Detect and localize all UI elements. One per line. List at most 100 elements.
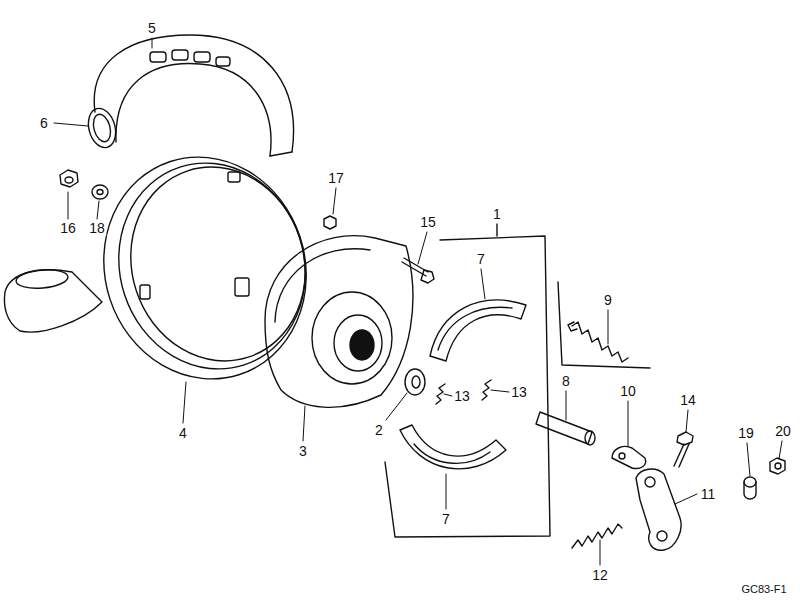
callout-wrap: 15 <box>419 213 437 231</box>
line-art <box>536 412 592 444</box>
line-art <box>97 190 103 195</box>
line-art <box>150 52 166 62</box>
line-art <box>418 232 427 264</box>
spring <box>572 524 622 548</box>
line-art <box>675 494 697 504</box>
line-art <box>275 249 370 322</box>
line-art <box>312 292 392 384</box>
callout-number: 15 <box>419 214 437 230</box>
line-art <box>481 269 485 299</box>
line-art <box>412 376 420 388</box>
bolt <box>674 432 693 467</box>
leader-lines <box>54 38 782 565</box>
brake-panel <box>265 216 413 407</box>
figure-code: GC83-F1 <box>740 583 787 595</box>
line-art <box>97 201 99 219</box>
callout-number: 11 <box>700 486 717 502</box>
line-art <box>140 285 150 299</box>
line-art <box>386 393 407 420</box>
callout-wrap: 2 <box>374 421 384 439</box>
callout-number: 17 <box>327 170 345 186</box>
line-art <box>572 322 628 362</box>
callout-number: 10 <box>619 383 637 399</box>
line-art <box>674 444 684 466</box>
line-art <box>438 307 512 350</box>
line-art <box>270 152 292 156</box>
callout-number: 3 <box>298 443 308 459</box>
line-art <box>65 177 73 183</box>
line-art <box>677 432 693 445</box>
callout-number: 12 <box>591 567 609 583</box>
line-art <box>152 38 153 48</box>
line-art <box>686 410 688 432</box>
line-art <box>172 50 188 60</box>
line-art <box>744 482 756 499</box>
line-art <box>68 192 69 219</box>
washer <box>405 369 425 395</box>
callout-wrap: 1 <box>492 205 502 223</box>
line-art <box>385 236 550 537</box>
bolt <box>402 258 434 283</box>
line-art <box>679 444 689 467</box>
nut <box>770 458 785 474</box>
line-art <box>446 474 447 509</box>
line-art <box>645 477 655 487</box>
line-art <box>92 185 108 199</box>
callout-wrap: 11 <box>700 485 717 503</box>
callout-wrap: 7 <box>441 510 451 528</box>
callout-wrap: 13 <box>453 387 471 405</box>
indicator-plate <box>612 446 646 468</box>
callout-number: 5 <box>147 20 157 36</box>
callout-wrap: 18 <box>88 219 106 237</box>
line-art <box>324 216 336 229</box>
line-art <box>183 382 186 423</box>
callout-wrap: 4 <box>178 424 188 442</box>
callout-number: 13 <box>510 384 528 400</box>
callout-wrap: 20 <box>774 422 792 440</box>
line-art <box>491 390 509 392</box>
callout-number: 1 <box>492 206 502 222</box>
line-art <box>60 170 78 187</box>
line-art <box>558 282 650 368</box>
line-art <box>585 431 595 445</box>
line-art <box>235 278 249 296</box>
line-art <box>4 270 102 332</box>
line-art <box>106 144 330 384</box>
line-art <box>75 131 334 406</box>
callout-wrap: 9 <box>603 291 613 309</box>
callout-number: 19 <box>737 425 755 441</box>
callout-wrap: GC83-F1 <box>740 579 787 597</box>
band-ring <box>75 131 334 406</box>
callout-wrap: 3 <box>298 442 308 460</box>
line-art <box>608 310 609 344</box>
spring <box>436 380 491 404</box>
washer <box>92 185 108 199</box>
line-art <box>303 406 305 441</box>
brake-arm <box>636 469 681 550</box>
line-art <box>619 453 625 459</box>
callout-wrap: 19 <box>737 424 755 442</box>
callout-wrap: 7 <box>476 250 486 268</box>
line-art <box>265 236 413 408</box>
line-art <box>94 35 293 152</box>
callout-number: 8 <box>561 373 571 389</box>
line-art <box>216 57 230 66</box>
callout-wrap: 6 <box>39 114 49 132</box>
line-art <box>600 540 601 565</box>
line-art <box>194 52 210 62</box>
line-art <box>430 300 526 361</box>
line-art <box>414 444 490 463</box>
brake-shoe <box>400 300 526 469</box>
line-art <box>566 391 567 420</box>
line-art <box>84 105 119 150</box>
line-art <box>334 315 382 371</box>
callout-number: 13 <box>453 388 471 404</box>
callout-number: 14 <box>679 392 697 408</box>
callout-number: 18 <box>88 220 106 236</box>
line-art <box>572 524 622 548</box>
line-art <box>628 401 629 446</box>
callout-wrap: 12 <box>591 566 609 584</box>
line-art <box>775 463 781 469</box>
callout-number: 6 <box>39 115 49 131</box>
